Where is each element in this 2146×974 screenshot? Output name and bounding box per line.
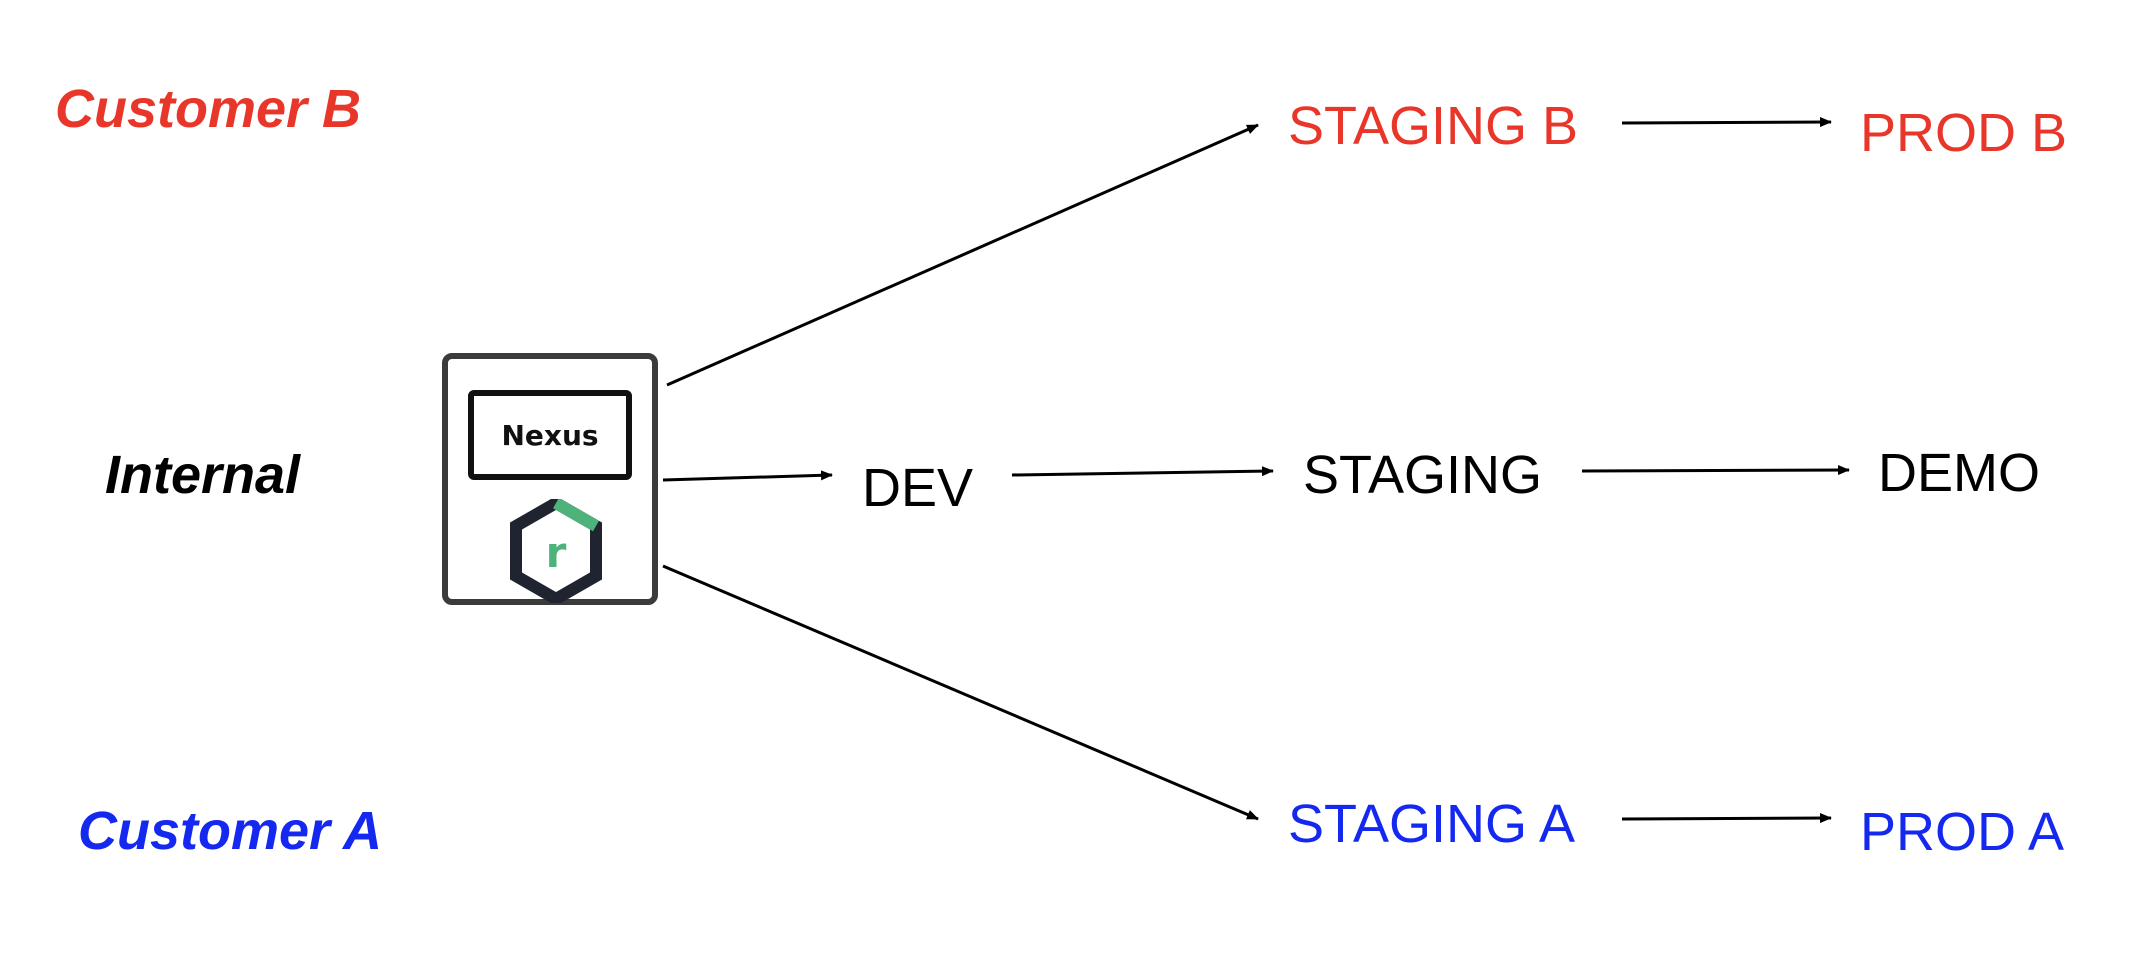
nexus-label: Nexus [501,418,599,452]
env-staging-a: STAGING A [1288,794,1576,854]
group-label-customer-a: Customer A [78,801,383,861]
arrow-nexus-to-staging-b [666,123,1259,387]
env-prod-a: PROD A [1860,802,2065,862]
arrow-staging-b-to-prod-b [1621,117,1832,128]
env-staging-b: STAGING B [1288,96,1579,156]
nexus-node: Nexus r [442,353,658,605]
nexus-logo-letter: r [546,528,567,577]
env-demo: DEMO [1878,443,2040,503]
nexus-repository-icon: r [510,499,602,603]
env-prod-b: PROD B [1860,103,2068,163]
env-staging: STAGING [1303,445,1543,505]
arrow-nexus-to-staging-a [662,564,1259,821]
arrow-staging-to-demo [1581,465,1850,476]
group-label-internal: Internal [105,445,301,505]
nexus-label-box: Nexus [468,390,632,480]
arrow-nexus-to-dev [662,470,833,482]
arrow-staging-a-to-prod-a [1621,813,1832,824]
arrow-dev-to-staging [1011,466,1274,477]
group-label-customer-b: Customer B [55,79,362,139]
env-dev: DEV [862,458,974,518]
